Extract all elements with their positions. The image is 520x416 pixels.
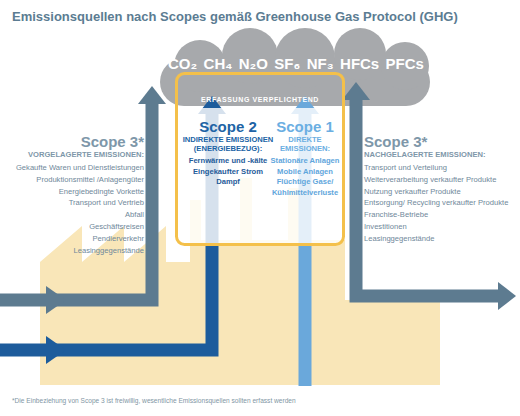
text-column: Scope 1DIREKTE EMISSIONEN: Stationäre Anl… — [265, 118, 345, 198]
emission-source: Mobile Anlagen — [265, 167, 345, 178]
emission-source: Eingekaufter Strom — [181, 167, 275, 178]
downstream-arrow — [356, 100, 500, 296]
scope-subheading: NACHGELAGERTE EMISSIONEN: — [364, 150, 518, 160]
cloud-part — [334, 28, 386, 80]
arrow-head — [46, 336, 66, 364]
emission-source: Dampf — [181, 177, 275, 188]
arrow-head — [498, 282, 516, 310]
emission-source: Nutzung verkaufter Produkte — [364, 186, 518, 198]
emission-source: Leasinggegenstände — [364, 233, 518, 245]
emission-source: Weiterverarbeitung verkaufter Produkte — [364, 174, 518, 186]
scope-subheading: INDIREKTE EMISSIONEN (ENERGIEBEZUG): — [181, 135, 275, 153]
scope-subheading: DIREKTE EMISSIONEN: — [265, 135, 345, 153]
emission-source: Energiebedingte Vorkette — [4, 186, 144, 198]
emission-source: Transport und Verteilung — [364, 162, 518, 174]
emission-source: Geschäftsreisen — [4, 221, 144, 233]
emission-source: Produktionsmittel /Anlagengüter — [4, 174, 144, 186]
emission-source: Entsorgung/ Recycling verkaufter Produkt… — [364, 197, 518, 209]
gas-formula: N₂O — [239, 55, 268, 73]
emission-source: Stationäre Anlagen — [265, 156, 345, 167]
arrow-head — [46, 286, 66, 314]
scope-heading: Scope 2 — [181, 118, 275, 135]
emission-source: Leasinggegenstände — [4, 245, 144, 257]
gas-formula: NF₃ — [307, 55, 334, 73]
text-column: CO₂ CH₄ N₂O SF₆ NF₃ HFCs PFCs — [168, 55, 424, 73]
emission-source: Flüchtige Gase/ Kühlmittelverluste — [265, 177, 345, 198]
cloud-part — [381, 42, 429, 90]
emission-source: Abfall — [4, 209, 144, 221]
scope-heading: Scope 3* — [4, 133, 144, 150]
text-column: Scope 3*NACHGELAGERTE EMISSIONEN: Transpo… — [364, 133, 518, 245]
text-column: *Die Einbeziehung von Scope 3 ist freiwi… — [12, 396, 512, 405]
cloud-part — [275, 28, 335, 88]
diagram-title: Emissionsquellen nach Scopes gemäß Green… — [12, 9, 458, 24]
gas-formula: PFCs — [386, 55, 424, 73]
text-column: Scope 2INDIREKTE EMISSIONEN (ENERGIEBEZU… — [181, 118, 275, 188]
text-column: Scope 3*VORGELAGERTE EMISSIONEN: Gekaufte… — [4, 133, 144, 256]
gas-formula: HFCs — [340, 55, 379, 73]
emission-source: Pendlerverkehr — [4, 233, 144, 245]
band-label: ERFASSUNG VERPFLICHTEND — [175, 95, 345, 105]
scope-subheading: VORGELAGERTE EMISSIONEN: — [4, 150, 144, 160]
scope-heading: Scope 1 — [265, 118, 345, 135]
cloud-shape — [160, 28, 430, 106]
emission-source: Franchise-Betriebe — [364, 209, 518, 221]
upstream-arrow — [0, 102, 152, 300]
emission-source: Gekaufte Waren und Dienstleistungen — [4, 162, 144, 174]
text-column: ERFASSUNG VERPFLICHTEND — [175, 95, 345, 105]
mandatory-scope-box: ERFASSUNG VERPFLICHTEND Scope 2INDIREKTE … — [175, 72, 345, 246]
gas-formula: CO₂ — [168, 55, 197, 73]
scope-heading: Scope 3* — [364, 133, 518, 150]
emission-source: Fernwärme und -kälte — [181, 156, 275, 167]
emission-source: Investitionen — [364, 221, 518, 233]
gas-formula: CH₄ — [204, 55, 233, 73]
emission-cloud: CO₂ CH₄ N₂O SF₆ NF₃ HFCs PFCs — [140, 28, 450, 106]
gas-formula: SF₆ — [274, 55, 300, 73]
emission-source: Transport und Vertrieb — [4, 197, 144, 209]
footnote: *Die Einbeziehung von Scope 3 ist freiwi… — [12, 396, 512, 405]
